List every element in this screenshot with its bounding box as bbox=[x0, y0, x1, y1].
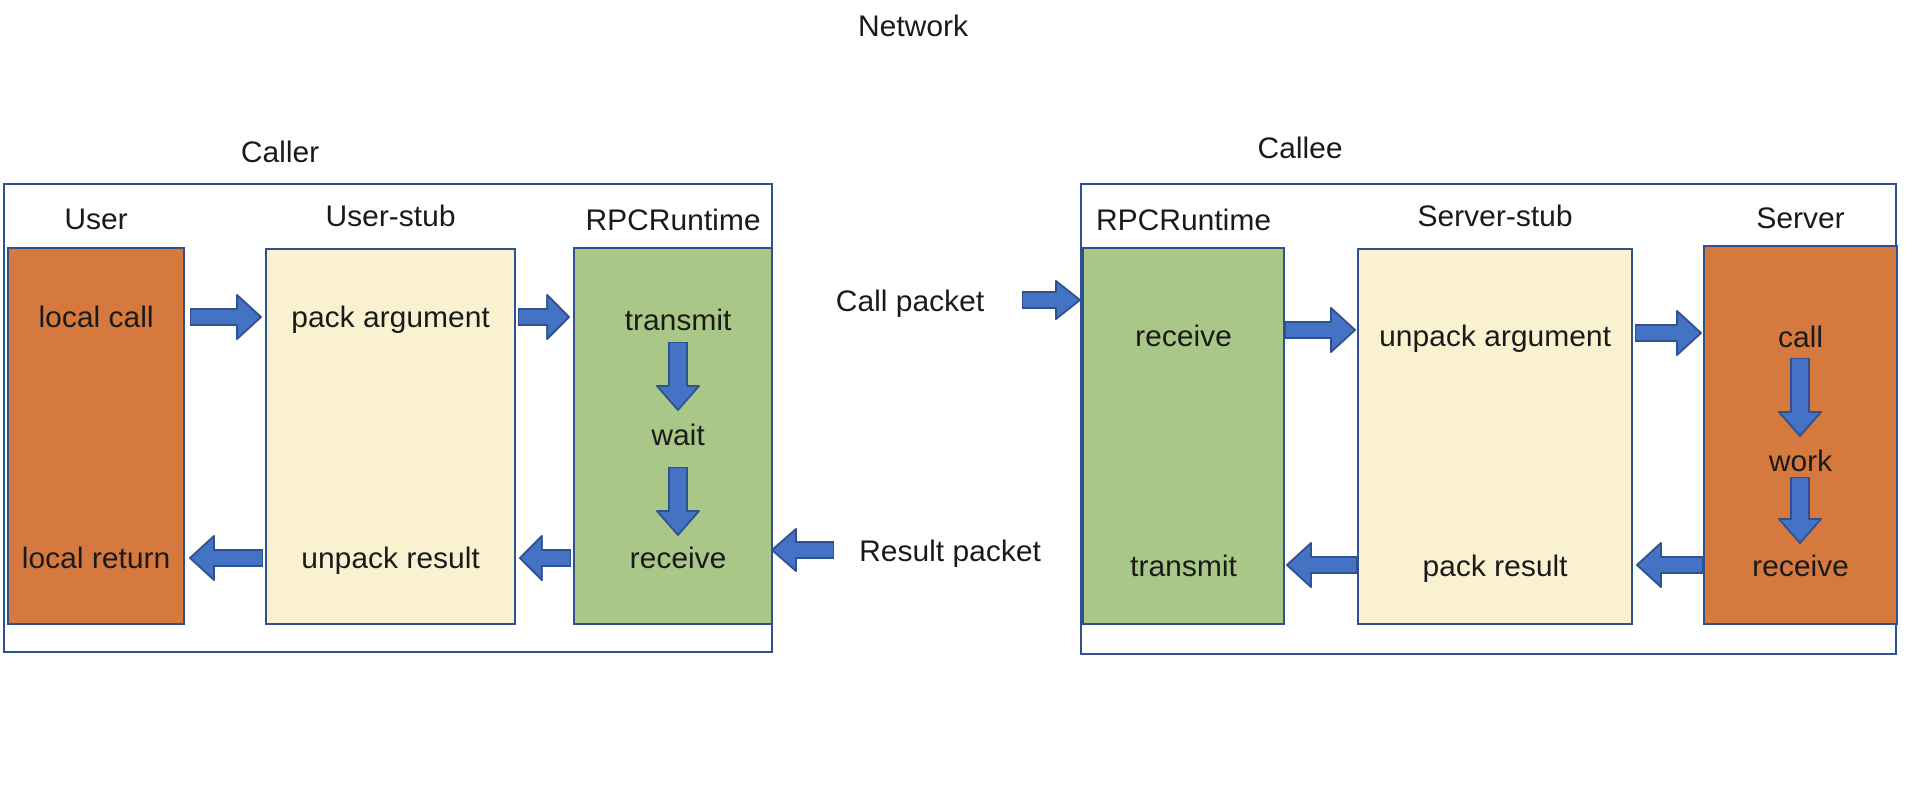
cell-local-return: local return bbox=[21, 542, 171, 575]
arrow-local-call-to-pack-argument bbox=[190, 293, 263, 341]
call-packet-label: Call packet bbox=[835, 285, 985, 318]
arrow-receive-to-unpack-result bbox=[518, 534, 571, 582]
arrow-call-to-work bbox=[1776, 358, 1824, 438]
callee-title: Callee bbox=[1257, 132, 1343, 165]
arrow-result-packet bbox=[770, 527, 834, 573]
callee-column-rpcruntime bbox=[1082, 247, 1285, 625]
cell-call: call bbox=[1777, 321, 1823, 354]
arrow-work-to-receive bbox=[1776, 477, 1824, 545]
callee-header-rpcruntime: RPCRuntime bbox=[1095, 204, 1272, 237]
arrow-receive-to-pack-result bbox=[1635, 541, 1703, 589]
cell-local-call: local call bbox=[38, 301, 154, 334]
cell-pack-result: pack result bbox=[1422, 550, 1568, 583]
arrow-call-packet bbox=[1022, 279, 1082, 321]
caller-column-rpcruntime bbox=[573, 247, 773, 625]
callee-header-server-stub: Server-stub bbox=[1417, 200, 1573, 233]
cell-receive-server: receive bbox=[1752, 550, 1849, 583]
cell-receive-caller: receive bbox=[629, 542, 727, 575]
cell-unpack-argument: unpack argument bbox=[1379, 320, 1611, 353]
network-label: Network bbox=[857, 10, 969, 43]
arrow-unpack-result-to-local-return bbox=[188, 534, 263, 582]
cell-wait: wait bbox=[651, 419, 705, 452]
arrow-pack-argument-to-transmit bbox=[518, 293, 571, 341]
caller-title: Caller bbox=[240, 136, 320, 169]
cell-transmit-callee: transmit bbox=[1130, 550, 1237, 583]
arrow-wait-to-receive bbox=[654, 467, 702, 537]
caller-header-user: User bbox=[64, 203, 128, 236]
arrow-unpack-argument-to-call bbox=[1635, 309, 1703, 357]
arrow-transmit-to-wait bbox=[654, 342, 702, 412]
result-packet-label: Result packet bbox=[859, 535, 1041, 568]
cell-unpack-result: unpack result bbox=[301, 542, 480, 575]
caller-column-user bbox=[7, 247, 185, 625]
cell-transmit: transmit bbox=[624, 304, 732, 337]
arrow-receive-to-unpack-argument bbox=[1285, 306, 1357, 354]
cell-receive-callee-runtime: receive bbox=[1135, 320, 1232, 353]
cell-work: work bbox=[1768, 445, 1833, 478]
callee-header-server: Server bbox=[1756, 202, 1845, 235]
caller-header-user-stub: User-stub bbox=[325, 200, 456, 233]
caller-header-rpcruntime: RPCRuntime bbox=[585, 204, 761, 237]
callee-column-server bbox=[1703, 245, 1898, 625]
callee-column-server-stub bbox=[1357, 248, 1633, 625]
arrow-pack-result-to-transmit bbox=[1285, 541, 1357, 589]
caller-column-user-stub bbox=[265, 248, 516, 625]
cell-pack-argument: pack argument bbox=[291, 301, 490, 334]
